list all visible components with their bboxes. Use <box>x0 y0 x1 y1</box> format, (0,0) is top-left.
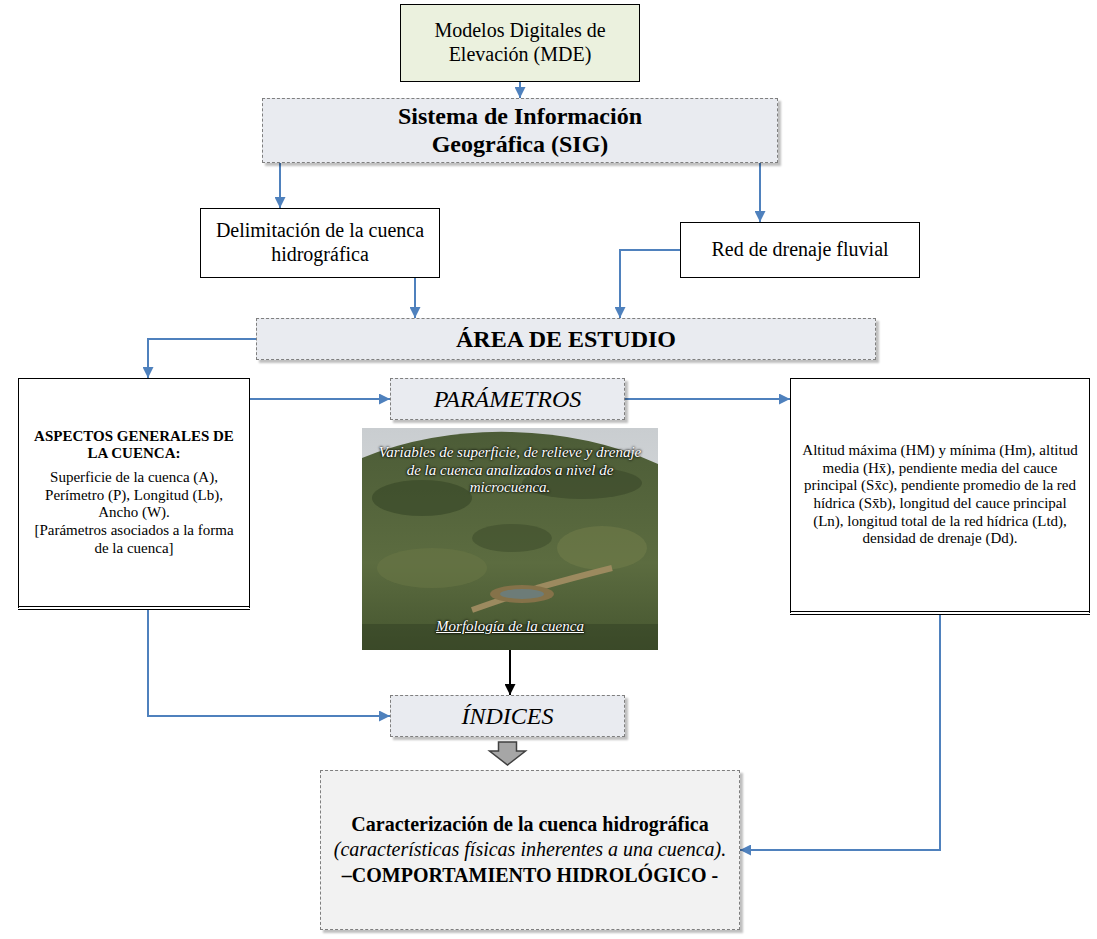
info-box: ASPECTOS GENERALES DE LA CUENCA: Superfic… <box>18 378 250 610</box>
box-label: ÍNDICES <box>462 702 554 730</box>
flow-arrow <box>740 615 940 850</box>
box-label: ÁREA DE ESTUDIO <box>456 325 676 353</box>
box-text: Morfología de la cuenca <box>436 618 584 636</box>
box-label: Caracterización de la cuenca hidrográfic… <box>351 813 708 837</box>
box-text: –COMPORTAMIENTO HIDROLÓGICO - <box>342 864 718 888</box>
box-label: Sistema de Información Geográfica (SIG) <box>360 102 680 159</box>
box-label: Modelos Digitales de Elevación (MDE) <box>411 19 629 66</box>
flow-arrow <box>148 339 256 378</box>
landscape-photo <box>362 428 658 650</box>
process-box: Delimitación de la cuenca hidrográfica <box>200 208 440 278</box>
box-label: Variables de superficie, de relieve y dr… <box>374 444 646 497</box>
sky <box>362 428 658 650</box>
flow-arrow <box>148 610 390 716</box>
box-text: (características físicas inherentes a un… <box>334 838 727 862</box>
flow-arrow <box>509 650 511 695</box>
flow-arrow <box>620 250 680 318</box>
vegetation-patch <box>557 526 647 570</box>
vegetation-patch <box>377 548 487 588</box>
vegetation-patch <box>472 524 552 552</box>
flow-arrow <box>625 398 790 400</box>
block-arrow <box>490 742 526 765</box>
flow-arrow <box>759 163 761 222</box>
hill <box>362 432 658 650</box>
flow-arrow <box>279 163 281 208</box>
flow-arrow <box>250 398 390 400</box>
process-box: Sistema de Información Geográfica (SIG) <box>262 98 778 163</box>
info-box: Altitud máxima (HM) y mínima (Hm), altit… <box>790 378 1090 615</box>
box-label: Delimitación de la cuenca hidrográfica <box>211 219 429 266</box>
vegetation-patch <box>372 480 472 516</box>
stage-box: PARÁMETROS <box>390 378 625 420</box>
box-label: Red de drenaje fluvial <box>711 238 888 262</box>
dirt-road <box>472 568 612 610</box>
source-box: Modelos Digitales de Elevación (MDE) <box>400 4 640 82</box>
stage-box: ÁREA DE ESTUDIO <box>256 318 876 360</box>
pond-water <box>500 589 544 599</box>
flow-arrow <box>414 278 416 318</box>
box-label: PARÁMETROS <box>434 385 582 413</box>
photo-box: Variables de superficie, de relieve y dr… <box>362 428 658 650</box>
box-label: Altitud máxima (HM) y mínima (Hm), altit… <box>799 442 1081 548</box>
flow-arrow <box>519 82 521 98</box>
stage-box: ÍNDICES <box>390 695 625 737</box>
process-box: Red de drenaje fluvial <box>680 222 920 278</box>
box-text: [Parámetros asociados a la forma de la c… <box>27 522 241 557</box>
pond <box>490 585 554 603</box>
result-box: Caracterización de la cuenca hidrográfic… <box>320 770 740 930</box>
box-text: Superficie de la cuenca (A), Perímetro (… <box>27 469 241 522</box>
box-label: ASPECTOS GENERALES DE LA CUENCA: <box>27 428 241 463</box>
